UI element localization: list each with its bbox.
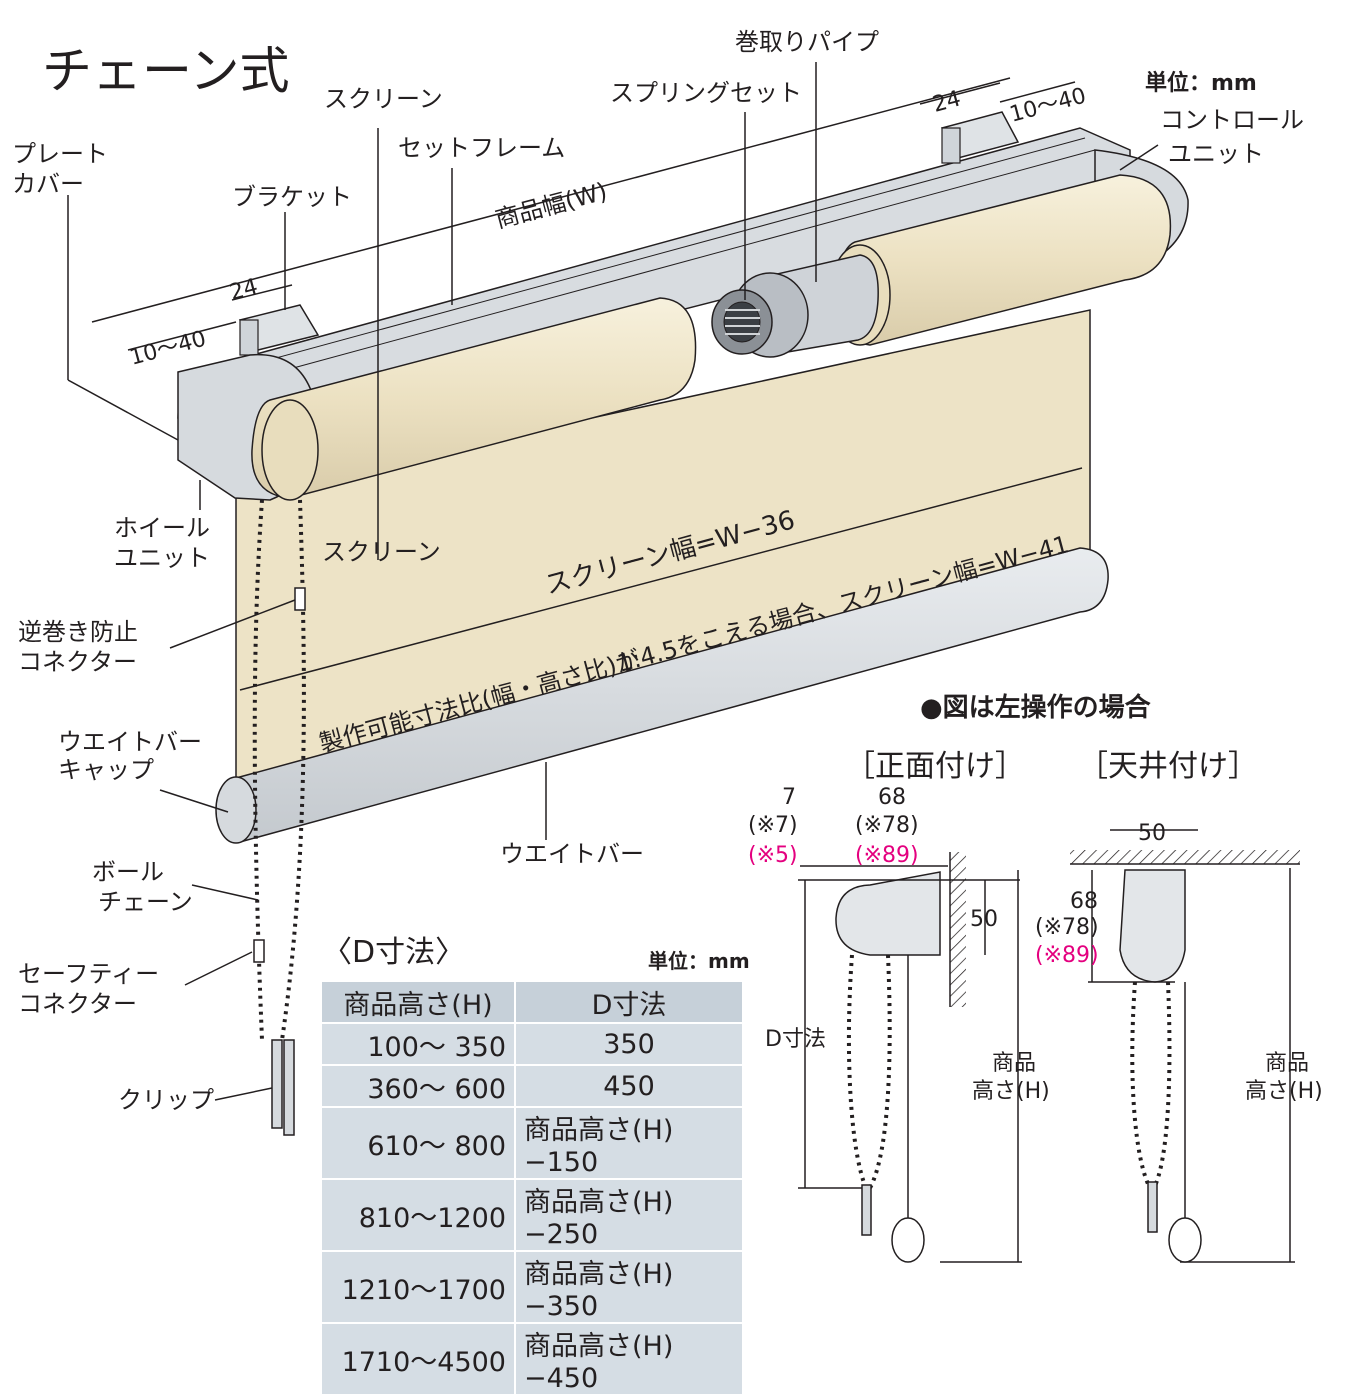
table-row: 360～ 600 450 xyxy=(320,1064,744,1108)
label-plate-cover-1: プレート xyxy=(12,140,108,168)
table-cell-height: 100～ 350 xyxy=(320,1022,516,1066)
table-cell-d: 450 xyxy=(514,1064,744,1108)
front-mount-title: ［正面付け］ xyxy=(845,749,1025,784)
table-header-row: 商品高さ(H) D寸法 xyxy=(320,980,744,1024)
spring-set xyxy=(711,289,773,355)
safety-connector xyxy=(253,939,265,963)
table-header-d: D寸法 xyxy=(514,980,744,1024)
front-d7: 7 xyxy=(782,785,796,810)
table-row: 1210～1700 商品高さ(H)−350 xyxy=(320,1250,744,1324)
ceiling-d50: 50 xyxy=(1138,821,1166,846)
label-screen-mid: スクリーン xyxy=(322,538,441,566)
label-safety-connector-2: コネクター xyxy=(18,990,137,1018)
ceiling-mount-drawing xyxy=(1070,829,1300,1263)
label-reverse-stop-1: 逆巻き防止 xyxy=(18,618,138,646)
weight-bar-cap-shape xyxy=(215,776,257,844)
label-plate-cover-2: カバー xyxy=(12,170,84,198)
d-table-title: 〈D寸法〉 xyxy=(322,935,465,970)
ceiling-height-2: 高さ(H) xyxy=(1245,1079,1323,1104)
clip-shape xyxy=(271,1039,295,1136)
weight-bar-shape xyxy=(215,547,1109,844)
label-safety-connector-1: セーフティー xyxy=(18,960,159,988)
label-bracket: ブラケット xyxy=(232,183,352,211)
dim-10-40-right: 10～40 xyxy=(1007,83,1089,127)
front-d50: 50 xyxy=(970,907,998,932)
diagram-title: チェーン式 xyxy=(42,42,290,100)
front-d-label: D寸法 xyxy=(765,1027,826,1052)
label-weight-bar-cap-2: キャップ xyxy=(58,756,154,784)
table-row: 810～1200 商品高さ(H)−250 xyxy=(320,1178,744,1252)
table-cell-height: 610～ 800 xyxy=(320,1106,516,1180)
dim-10-40-left: 10～40 xyxy=(127,326,209,370)
front-d68: 68 xyxy=(878,785,906,810)
label-ball-chain-2: チェーン xyxy=(98,888,193,916)
ball-chain-left xyxy=(252,499,306,1136)
roller-blind-diagram: チェーン式 単位：mm プレート カバー ブラケット スクリーン セットフレーム… xyxy=(12,28,1323,1396)
dim-product-width: 商品幅(W) xyxy=(492,177,610,234)
label-weight-bar: ウエイトバー xyxy=(500,840,644,868)
front-d7-alt: (※7) xyxy=(748,813,798,838)
reverse-stop-connector xyxy=(294,587,306,611)
table-cell-d: 商品高さ(H)−350 xyxy=(514,1250,744,1324)
table-cell-height: 1210～1700 xyxy=(320,1250,516,1324)
table-cell-d: 350 xyxy=(514,1022,744,1066)
d-table-unit: 単位：mm xyxy=(648,949,750,973)
table-cell-d: 商品高さ(H)−450 xyxy=(514,1322,744,1396)
table-cell-d: 商品高さ(H)−150 xyxy=(514,1106,744,1180)
ceiling-height-1: 商品 xyxy=(1265,1051,1309,1076)
label-weight-bar-cap-1: ウエイトバー xyxy=(58,728,202,756)
table-cell-height: 810～1200 xyxy=(320,1178,516,1252)
ceiling-mount-title: ［天井付け］ xyxy=(1078,749,1258,784)
label-spring-set: スプリングセット xyxy=(610,79,802,107)
front-d5-alt: (※5) xyxy=(748,843,798,868)
label-control-unit-1: コントロール xyxy=(1160,106,1304,134)
label-set-frame: セットフレーム xyxy=(398,134,565,162)
front-d89-alt: (※89) xyxy=(855,843,919,868)
diagram-svg: チェーン式 単位：mm プレート カバー ブラケット スクリーン セットフレーム… xyxy=(12,28,1323,1263)
ceiling-d89-alt: (※89) xyxy=(1035,943,1099,968)
table-row: 100～ 350 350 xyxy=(320,1022,744,1066)
table-header-height: 商品高さ(H) xyxy=(320,980,516,1024)
table-cell-d: 商品高さ(H)−250 xyxy=(514,1178,744,1252)
roller-tube-left xyxy=(251,297,697,501)
dimension-lines xyxy=(67,62,1159,1101)
table-cell-height: 360～ 600 xyxy=(320,1064,516,1108)
label-screen-top: スクリーン xyxy=(324,85,443,113)
table-row: 1710～4500 商品高さ(H)−450 xyxy=(320,1322,744,1396)
front-height-1: 商品 xyxy=(992,1051,1036,1076)
label-clip: クリップ xyxy=(118,1086,214,1114)
note-left-operation: ●図は左操作の場合 xyxy=(920,692,1152,723)
label-take-up-pipe: 巻取りパイプ xyxy=(735,28,879,56)
front-mount-drawing xyxy=(798,852,1022,1263)
ceiling-d78-alt: (※78) xyxy=(1035,915,1099,940)
front-height-2: 高さ(H) xyxy=(972,1079,1050,1104)
table-cell-height: 1710～4500 xyxy=(320,1322,516,1396)
label-reverse-stop-2: コネクター xyxy=(18,648,137,676)
label-control-unit-2: ユニット xyxy=(1168,140,1264,168)
bracket-right xyxy=(940,111,1020,164)
table-row: 610～ 800 商品高さ(H)−150 xyxy=(320,1106,744,1180)
ceiling-d68: 68 xyxy=(1070,889,1098,914)
bracket-left xyxy=(238,304,320,356)
unit-label-top: 単位：mm xyxy=(1145,70,1257,96)
label-wheel-unit-2: ユニット xyxy=(114,544,210,572)
label-ball-chain-1: ボール xyxy=(92,858,164,886)
label-wheel-unit-1: ホイール xyxy=(114,514,210,542)
d-dimension-table: 商品高さ(H) D寸法 100～ 350 350 360～ 600 450 61… xyxy=(320,980,744,1396)
front-d78-alt: (※78) xyxy=(855,813,919,838)
